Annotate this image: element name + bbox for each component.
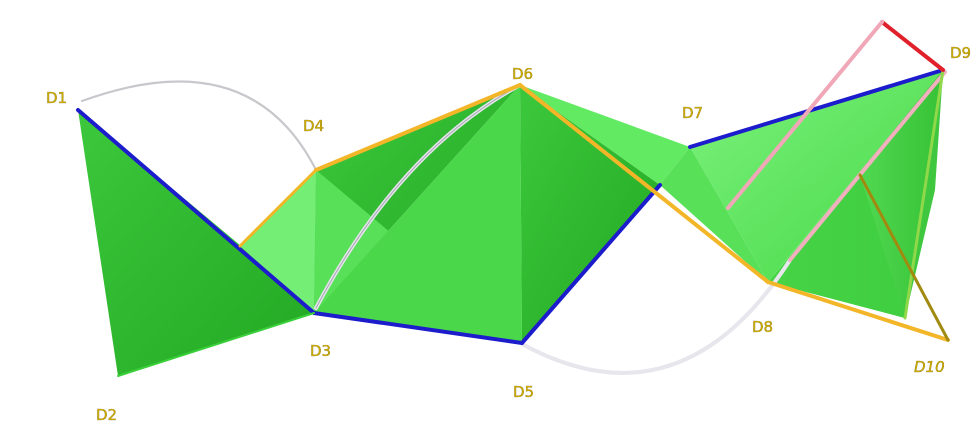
edge-d2-d3-base (117, 312, 315, 377)
label-d1: D1 (46, 89, 67, 107)
face-d6-d5-right (520, 85, 660, 343)
arc-d1-d4 (80, 80, 318, 172)
edge-red-top (880, 20, 945, 72)
face-d4-d3-left (240, 170, 316, 313)
edge-d6-d8 (518, 83, 770, 284)
edge-inner-d10 (858, 173, 950, 342)
arcs (80, 70, 947, 375)
label-d9: D9 (950, 44, 971, 62)
face-d6-d7 (520, 85, 690, 185)
face-d1-d2-d3 (78, 110, 314, 376)
edge-d7-d9 (688, 68, 945, 149)
face-d3-d6-d5 (314, 85, 522, 343)
vertex-labels: D1 D2 D3 D4 D5 D6 D7 D8 D9 D10 (46, 44, 971, 424)
label-d3: D3 (310, 342, 331, 360)
arc-d5-d8 (520, 258, 792, 375)
face-d7-d9-d8 (690, 70, 943, 282)
label-d10: D10 (914, 358, 945, 376)
edge-pink-diag (726, 20, 884, 210)
arc-d8-d9 (788, 70, 947, 262)
edge-d3-d5 (312, 311, 524, 345)
edge-d1-d3 (76, 108, 316, 315)
arc-d3-d6-shade (315, 84, 521, 309)
face-d7-d8-mid (660, 147, 768, 282)
label-d8: D8 (752, 318, 773, 336)
edges (76, 20, 950, 377)
edge-d9-d10 (903, 68, 945, 320)
edge-d5-mid (520, 183, 662, 345)
label-d2: D2 (96, 406, 117, 424)
edge-left-d4 (238, 168, 318, 248)
label-d4: D4 (303, 117, 324, 135)
face-d8-inner (768, 175, 905, 318)
edge-d4-d6 (314, 83, 522, 172)
label-d7: D7 (682, 104, 703, 122)
label-d6: D6 (512, 65, 533, 83)
edge-d8-d10 (766, 280, 950, 342)
label-d5: D5 (513, 383, 534, 401)
